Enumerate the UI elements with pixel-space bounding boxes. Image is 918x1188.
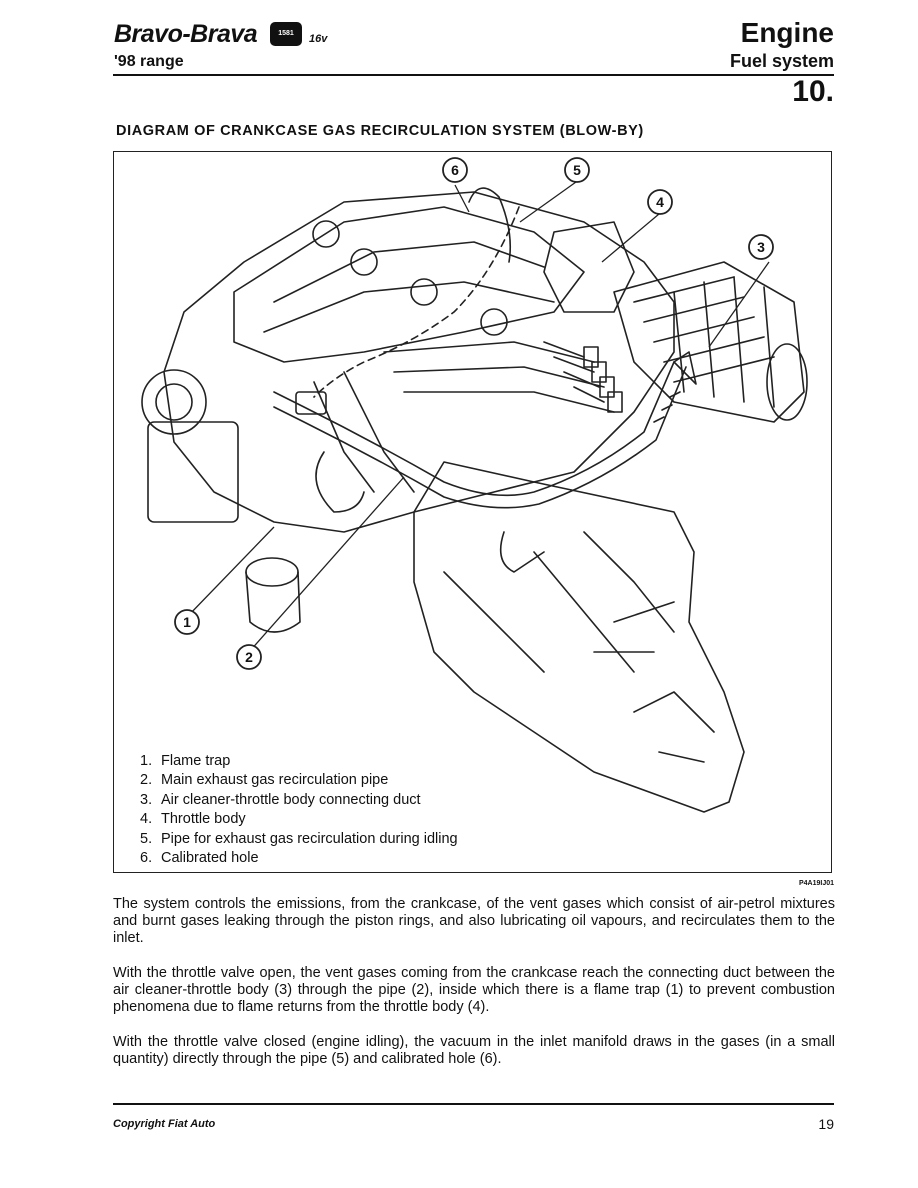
callout-2: [236, 644, 262, 670]
body-paragraph: With the throttle valve open, the vent g…: [113, 965, 835, 1015]
header-rule: [113, 74, 834, 76]
copyright: Copyright Fiat Auto: [113, 1118, 216, 1130]
body-paragraph: With the throttle valve closed (engine i…: [113, 1034, 835, 1067]
engine-badge-icon: 1581: [270, 22, 302, 46]
callout-label-6: 6: [451, 162, 459, 178]
callout-label-3: 3: [757, 239, 765, 255]
diagram-title: DIAGRAM OF CRANKCASE GAS RECIRCULATION S…: [116, 123, 644, 139]
callout-label-4: 4: [656, 194, 664, 210]
footer-rule: [113, 1103, 834, 1105]
range-label: '98 range: [114, 53, 184, 70]
diagram-legend: 1.Flame trap 2.Main exhaust gas recircul…: [140, 752, 458, 868]
legend-item: 5.Pipe for exhaust gas recirculation dur…: [140, 830, 458, 847]
badge-suffix: 16v: [309, 33, 328, 45]
callout-4: [647, 189, 673, 215]
legend-item: 4.Throttle body: [140, 811, 246, 828]
page-number: 19: [818, 1116, 834, 1132]
diagram-figure: 1 2 3 4 5 6 1.Flame trap 2.Main exhaust …: [113, 151, 832, 873]
section-number: 10.: [792, 75, 834, 108]
engine-illustration: 1 2 3 4 5 6: [141, 157, 808, 813]
body-paragraph: The system controls the emissions, from …: [113, 896, 835, 946]
callout-3: [748, 234, 774, 260]
body-text: The system controls the emissions, from …: [113, 896, 835, 1086]
section-title: Engine: [740, 17, 834, 48]
callout-label-5: 5: [573, 162, 581, 178]
legend-item: 2.Main exhaust gas recirculation pipe: [140, 772, 389, 789]
legend-item: 1.Flame trap: [140, 753, 231, 769]
subsection-title: Fuel system: [729, 51, 834, 71]
callout-1: [174, 609, 200, 635]
legend-item: 6.Calibrated hole: [140, 850, 259, 867]
model-title: Bravo-Brava: [114, 20, 258, 48]
callout-5: [564, 157, 590, 183]
callout-6: [442, 157, 468, 183]
callout-label-2: 2: [245, 649, 253, 665]
callout-label-1: 1: [183, 614, 191, 630]
figure-code: P4A19IJ01: [798, 880, 834, 887]
legend-item: 3.Air cleaner-throttle body connecting d…: [140, 791, 421, 808]
